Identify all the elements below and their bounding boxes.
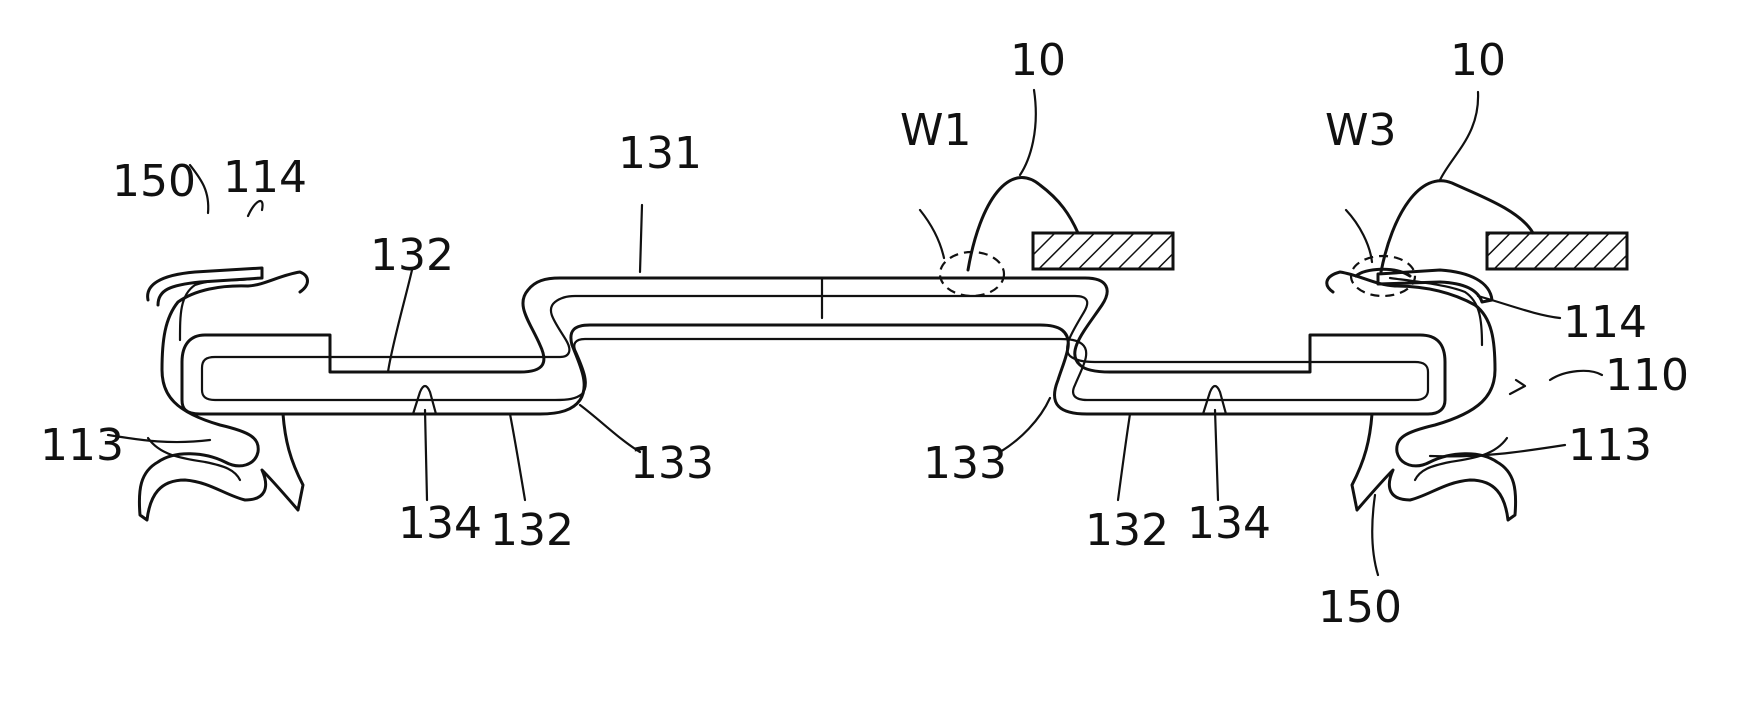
label-10-right: 10 — [1450, 35, 1506, 86]
left-clip-body — [139, 272, 307, 520]
label-114-right: 114 — [1563, 297, 1647, 348]
label-131: 131 — [618, 128, 702, 179]
label-133-left: 133 — [630, 438, 714, 489]
weld-spot-w1 — [940, 252, 1004, 296]
label-w3: W3 — [1325, 105, 1397, 156]
leader-134-right — [1215, 410, 1218, 500]
leader-131 — [640, 205, 642, 272]
label-10-left: 10 — [1010, 35, 1066, 86]
leader-132-left — [510, 414, 525, 500]
leader-134-left — [425, 410, 427, 500]
label-113-right: 113 — [1568, 420, 1652, 471]
label-113-left: 113 — [40, 420, 124, 471]
label-114-left: 114 — [223, 152, 307, 203]
leader-w1 — [920, 210, 944, 258]
label-150-right: 150 — [1318, 582, 1402, 633]
plate-outline — [182, 278, 1445, 414]
label-134-left: 134 — [398, 498, 482, 549]
label-133-right: 133 — [923, 438, 1007, 489]
leader-lines — [108, 90, 1602, 575]
arrow-110 — [1510, 380, 1525, 394]
hatched-pad-left — [1033, 233, 1173, 269]
right-clip-body — [1327, 272, 1516, 520]
leader-10-right — [1440, 92, 1478, 180]
label-110: 110 — [1605, 350, 1689, 401]
plate-inner-outline — [202, 296, 1428, 400]
leader-114-left — [248, 201, 263, 216]
label-132-left: 132 — [490, 505, 574, 556]
leader-132-right — [1118, 414, 1130, 500]
hatched-pad-right — [1487, 233, 1627, 269]
leader-10-left — [1020, 90, 1036, 175]
leader-114-right — [1478, 296, 1560, 318]
label-132-right: 132 — [1085, 505, 1169, 556]
label-150-left: 150 — [112, 156, 196, 207]
label-132-top: 132 — [370, 230, 454, 281]
right-clip — [1327, 270, 1516, 520]
plate-member — [182, 278, 1445, 414]
leader-133-right — [1000, 398, 1050, 452]
left-clip — [139, 268, 307, 520]
leader-w3 — [1346, 210, 1372, 262]
leader-150-right — [1372, 495, 1378, 575]
label-w1: W1 — [900, 105, 972, 156]
label-134-right: 134 — [1187, 498, 1271, 549]
leader-110 — [1550, 371, 1602, 380]
